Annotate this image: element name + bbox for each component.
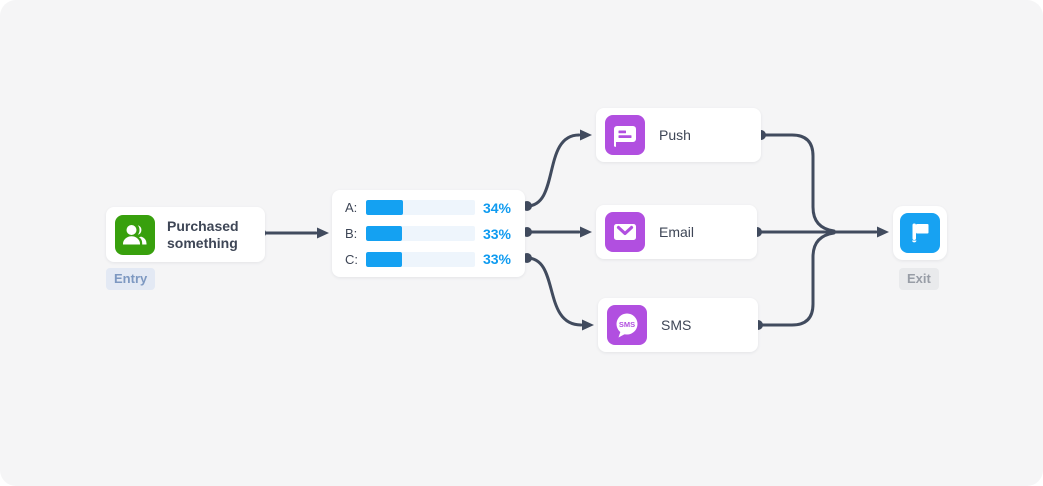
- entry-node[interactable]: Purchased something: [106, 207, 265, 262]
- split-percent-b: 33%: [482, 225, 511, 242]
- users-icon: [115, 214, 155, 255]
- split-bar-c: [366, 251, 475, 267]
- entry-node-label: Purchased something: [167, 217, 239, 251]
- svg-text:SMS: SMS: [619, 320, 635, 329]
- split-row-c: C: 33%: [332, 246, 525, 272]
- entry-badge: Entry: [106, 268, 156, 290]
- flag-icon: [900, 213, 940, 253]
- split-percent-a: 34%: [482, 199, 511, 216]
- connector-c-to-sms: [525, 256, 583, 327]
- exit-node[interactable]: [893, 206, 947, 260]
- email-icon: [605, 212, 645, 252]
- arrowhead-exit: [877, 226, 889, 238]
- connector-push-to-exit: [759, 133, 836, 233]
- arrowhead-split: [317, 227, 329, 239]
- split-row-b: B: 33%: [332, 221, 525, 247]
- arrowhead-sms: [582, 319, 594, 331]
- arrowhead-email: [580, 226, 592, 238]
- split-bar-fill: [366, 226, 402, 241]
- sms-node[interactable]: SMS SMS: [598, 298, 758, 352]
- split-row-label: B:: [345, 226, 358, 241]
- split-percent-c: 33%: [482, 251, 511, 268]
- sms-icon: SMS: [607, 305, 647, 345]
- split-row-label: A:: [345, 200, 358, 216]
- split-row-label: C:: [345, 251, 358, 267]
- push-node-label: Push: [659, 127, 691, 143]
- sms-node-label: SMS: [661, 317, 692, 333]
- email-node[interactable]: Email: [596, 205, 757, 259]
- split-row-a: A: 34%: [332, 195, 525, 221]
- split-bar-b: [366, 226, 475, 241]
- split-bar-fill: [366, 251, 402, 267]
- connector-sms-to-exit: [756, 231, 836, 327]
- split-bar-a: [366, 200, 475, 216]
- connector-a-to-push: [525, 133, 581, 208]
- push-notification-icon: [605, 115, 645, 155]
- email-node-label: Email: [659, 224, 695, 240]
- push-node[interactable]: Push: [596, 108, 761, 162]
- arrowhead-push: [580, 129, 592, 141]
- split-bar-fill: [366, 200, 404, 216]
- ab-split-node[interactable]: A: 34% B: 33% C: 33%: [332, 190, 525, 277]
- exit-badge: Exit: [899, 268, 939, 290]
